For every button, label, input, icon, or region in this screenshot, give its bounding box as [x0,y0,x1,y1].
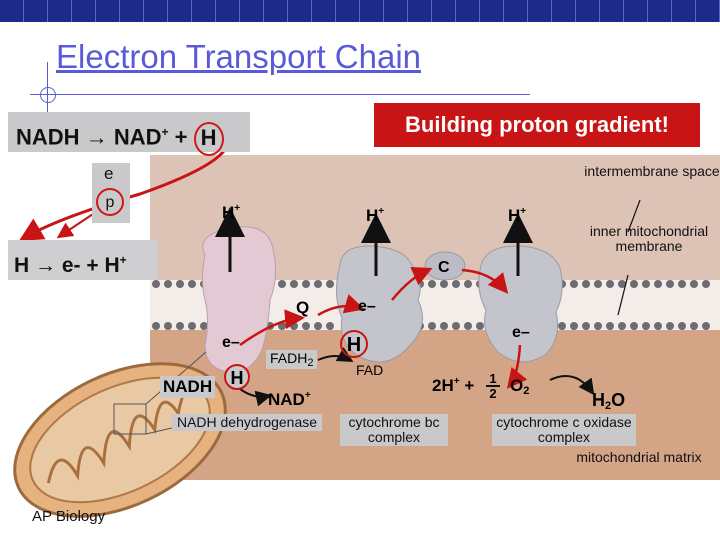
intermembrane-leader [627,199,641,233]
oxygen-label: O2 [510,376,530,397]
mitochondrion-illustration [13,351,227,518]
intermembrane-label: intermembrane space [584,163,720,179]
electron-label-i: e– [222,334,240,351]
nadh-dehydrogenase-label: NADH dehydrogenase [172,414,322,431]
ubiquinone-label: Q [296,298,310,317]
oxygen-reaction: 2H+ + [432,376,475,395]
hydrogen-fadh-circle: H [340,330,368,358]
matrix-label: mitochondrial matrix [576,449,702,465]
fadh2-arrow [317,347,354,362]
cytochrome-c-oxidase-label: cytochrome c oxidase complex [492,414,636,446]
two-protons-text: 2H [432,376,454,395]
hydrogen-text: H [200,124,217,150]
electron-label: e [104,164,114,183]
water-formation-arrow [549,375,595,396]
half-fraction: 1 2 [486,372,500,400]
title-rule [30,94,530,95]
arrow-icon: → [35,254,62,277]
h-to-split-arrow [18,147,228,242]
footer-label: AP Biology [32,508,106,525]
electron-path-4 [461,268,509,294]
plus-sign: + [119,253,127,267]
plus-sign: + [161,125,169,139]
hydrogen-circle: H [193,121,224,156]
water-label: H2O [592,390,626,412]
electron-path-2 [317,294,365,317]
fadh2-label: FADH2 [266,350,318,369]
slide-title: Electron Transport Chain [56,38,422,75]
split-result-text: e- + H [61,254,120,277]
proton-gradient-callout: Building proton gradient! [374,103,700,147]
electron-path-5 [506,344,528,389]
inner-membrane-label: inner mitochondrial membrane [589,223,709,254]
arrow-icon: → [85,124,114,150]
membrane-leader [617,274,629,316]
cytochrome-c-label: C [438,259,450,276]
top-banner [0,0,720,22]
nad-plus-label: NAD+ [268,390,311,409]
electron-path-1 [239,309,305,347]
cytochrome-c-shape [424,251,466,281]
nadh-equation: NADH → NAD+ + H [8,112,250,156]
plus-operator: + [464,376,475,395]
plus-operator: + [174,124,194,150]
electron-label-q: e– [358,298,376,315]
proton-label-3: H+ [508,206,527,225]
nadh-matrix-label: NADH [160,376,216,398]
electron-path-3 [391,266,433,301]
proton-circle: p [96,188,124,216]
cytochrome-bc-label: cytochrome bc complex [340,414,448,446]
proton-label-2: H+ [366,206,385,225]
fad-label: FAD [356,362,384,378]
nad-text: NAD [113,124,162,150]
proton-label-1: H+ [222,203,241,222]
nadh-text: NADH [16,124,80,150]
electron-label-iv: e– [512,324,530,341]
split-h-text: H [14,254,30,277]
crosshair-icon [40,87,56,103]
hydrogen-split-equation: H → e- + H+ [8,240,158,280]
complex-i-shape [202,226,276,373]
hydrogen-nadh-circle: H [224,364,250,390]
